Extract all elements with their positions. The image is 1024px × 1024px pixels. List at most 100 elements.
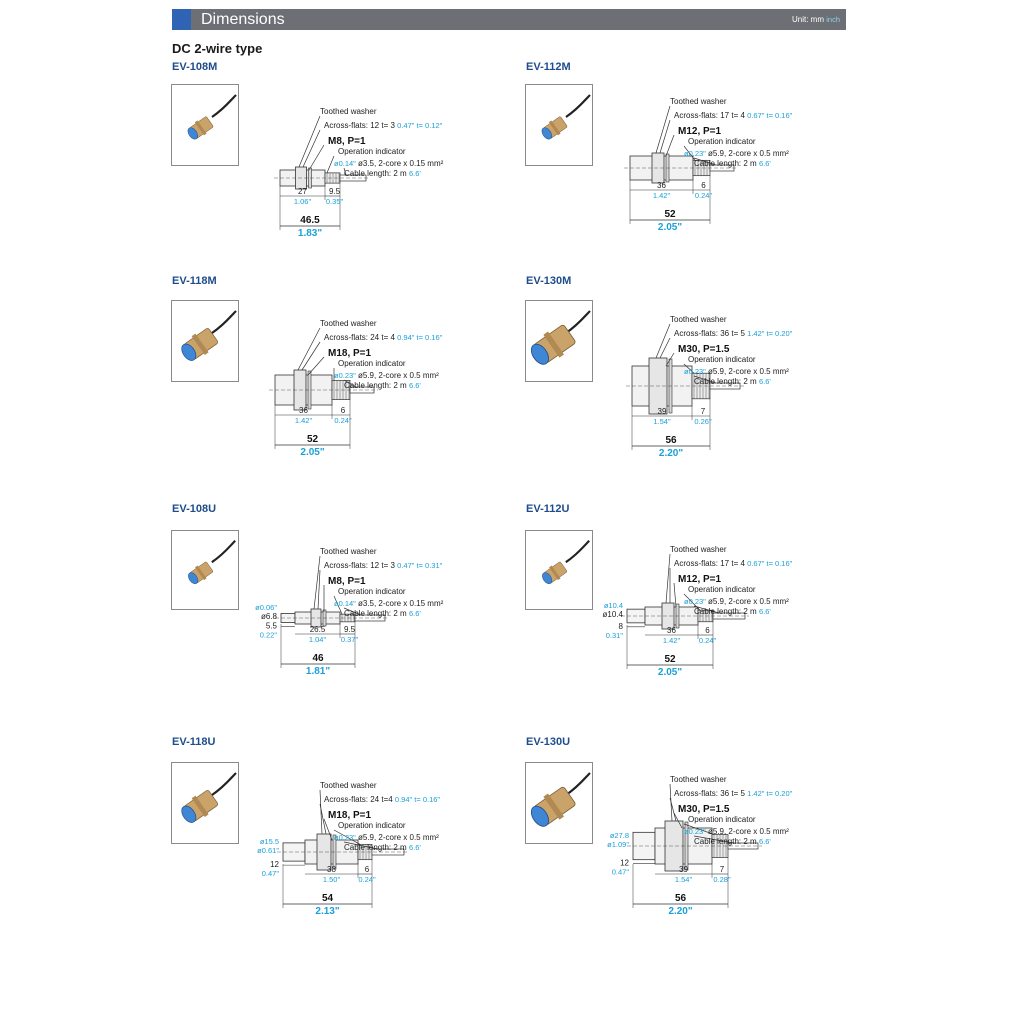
cable-leader — [693, 375, 717, 384]
model-name: EV-112M — [526, 61, 571, 73]
across-flats-inch: 1.42" t= 0.20" — [747, 789, 792, 798]
across-flats-inch: 0.67" t= 0.16" — [747, 559, 792, 568]
body-length-inch: 1.42" — [295, 416, 313, 425]
nut-shape — [191, 333, 209, 356]
across-flats-label: Across-flats: 12 t= 3 0.47" t= 0.12" — [324, 121, 443, 130]
sensor-body-group — [530, 786, 576, 827]
thread-leader — [665, 352, 675, 367]
head-dia-b: ø0.61" — [257, 846, 279, 855]
cable-spec: ø5.9, 2-core x 0.5 mm² — [358, 371, 439, 380]
head-dia-a: ø27.8 — [610, 831, 629, 840]
tail-length: 6 — [701, 181, 706, 190]
cable-spec: ø5.9, 2-core x 0.5 mm² — [708, 367, 789, 376]
section-header: Dimensions Unit: mm inch — [172, 9, 846, 30]
across-flats-leader — [317, 569, 321, 610]
tail-length: 7 — [701, 407, 706, 416]
operation-indicator-label: Operation indicator — [688, 815, 756, 824]
product-photo — [525, 762, 593, 844]
sensor-body-group — [541, 116, 568, 140]
cable-line — [565, 772, 591, 796]
cable-length-label: Cable length: 2 m 6.6' — [694, 607, 771, 616]
across-flats-label: Across-flats: 24 t= 4 0.94" t= 0.16" — [324, 333, 443, 342]
cable-length-label: Cable length: 2 m 6.6' — [694, 837, 771, 846]
tail-length: 6 — [705, 626, 710, 635]
cable-length-label: Cable length: 2 m 6.6' — [344, 609, 421, 618]
sensor-body-group — [188, 561, 213, 585]
cable-line — [565, 94, 591, 118]
head-length: 12 — [270, 860, 279, 869]
model-name: EV-130U — [526, 736, 571, 748]
cable-leader — [343, 379, 357, 388]
cable-length-label: Cable length: 2 m 6.6' — [344, 843, 421, 852]
across-flats-leader — [669, 797, 677, 822]
tail-length-inch: 0.37" — [341, 635, 359, 644]
across-flats-label: Across-flats: 36 t= 5 1.42" t= 0.20" — [674, 329, 793, 338]
total-length-inch: 2.20" — [659, 448, 683, 459]
product-photo — [525, 300, 593, 382]
cable-leader — [343, 841, 379, 850]
indicator-leader — [326, 155, 335, 174]
model-name: EV-130M — [526, 275, 572, 287]
across-flats-label: Across-flats: 12 t= 3 0.47" t= 0.31" — [324, 561, 443, 570]
cable-leader — [693, 835, 735, 844]
thread-spec: M30, P=1.5 — [678, 804, 730, 815]
body-length-inch: 1.04" — [309, 635, 327, 644]
toothed-washer-label: Toothed washer — [670, 97, 727, 106]
cable-leader — [343, 607, 362, 616]
sensor-photo-illustration — [541, 94, 591, 140]
nut-shape — [549, 565, 561, 581]
cable-dia-inch: ø0.14" ø3.5, 2-core x 0.15 mm² — [334, 159, 444, 168]
sensor-photo-illustration — [542, 539, 590, 585]
thread-spec: M18, P=1 — [328, 810, 372, 821]
cable-length-inch: 6.6' — [759, 377, 771, 386]
across-flats-inch: 1.42" t= 0.20" — [747, 329, 792, 338]
toothed-washer-label: Toothed washer — [670, 775, 727, 784]
cable-length-inch: 6.6' — [409, 381, 421, 390]
tail-length: 6 — [341, 406, 346, 415]
tail-length-inch: 0.24" — [358, 875, 376, 884]
cable-line — [211, 94, 237, 118]
body-length-inch: 1.42" — [653, 191, 671, 200]
sensing-face-shape — [181, 343, 197, 361]
total-length: 46 — [312, 653, 324, 664]
cable-leader — [693, 605, 720, 614]
washer-leader — [655, 105, 671, 154]
body-length: 36 — [299, 406, 308, 415]
head-length-inch: 0.31" — [606, 631, 624, 640]
cable-spec: ø5.9, 2-core x 0.5 mm² — [708, 149, 789, 158]
total-length-inch: 2.05" — [300, 447, 324, 458]
body-length: 26.5 — [310, 625, 326, 634]
nut-shape — [195, 565, 207, 581]
sensor-photo-illustration — [187, 94, 237, 140]
indicator-leader — [683, 363, 695, 374]
toothed-washer-label: Toothed washer — [320, 547, 377, 556]
across-flats-inch: 0.47" t= 0.31" — [397, 561, 442, 570]
model-name: EV-108U — [172, 503, 217, 515]
head-length-inch: 0.47" — [612, 868, 630, 877]
tail-length-inch: 0.24" — [334, 416, 352, 425]
cable-length-inch: 6.6' — [409, 609, 421, 618]
cable-dia-inch: ø0.23" ø5.9, 2-core x 0.5 mm² — [334, 833, 439, 842]
total-length-inch: 2.20" — [668, 906, 692, 917]
cable-dia-inch: ø0.23" ø5.9, 2-core x 0.5 mm² — [684, 597, 789, 606]
sensor-photo-illustration — [188, 539, 236, 585]
sensing-face-shape — [541, 127, 552, 140]
across-flats-inch: 0.94" t= 0.16" — [395, 795, 440, 804]
head-length: 8 — [619, 622, 624, 631]
section-subtitle: DC 2-wire type — [172, 41, 263, 56]
body-length: 27 — [298, 187, 307, 196]
cable-leader — [343, 167, 347, 176]
cable-line — [565, 539, 590, 564]
across-flats-inch: 0.47" t= 0.12" — [397, 121, 442, 130]
toothed-washer-label: Toothed washer — [670, 545, 727, 554]
operation-indicator-label: Operation indicator — [338, 147, 406, 156]
head-length: 12 — [620, 859, 629, 868]
tail-length: 6 — [365, 865, 370, 874]
body-length: 36 — [657, 181, 666, 190]
cable-line — [211, 772, 237, 796]
total-length-inch: 1.83" — [298, 228, 322, 239]
cable-length-label: Cable length: 2 m 6.6' — [694, 377, 771, 386]
